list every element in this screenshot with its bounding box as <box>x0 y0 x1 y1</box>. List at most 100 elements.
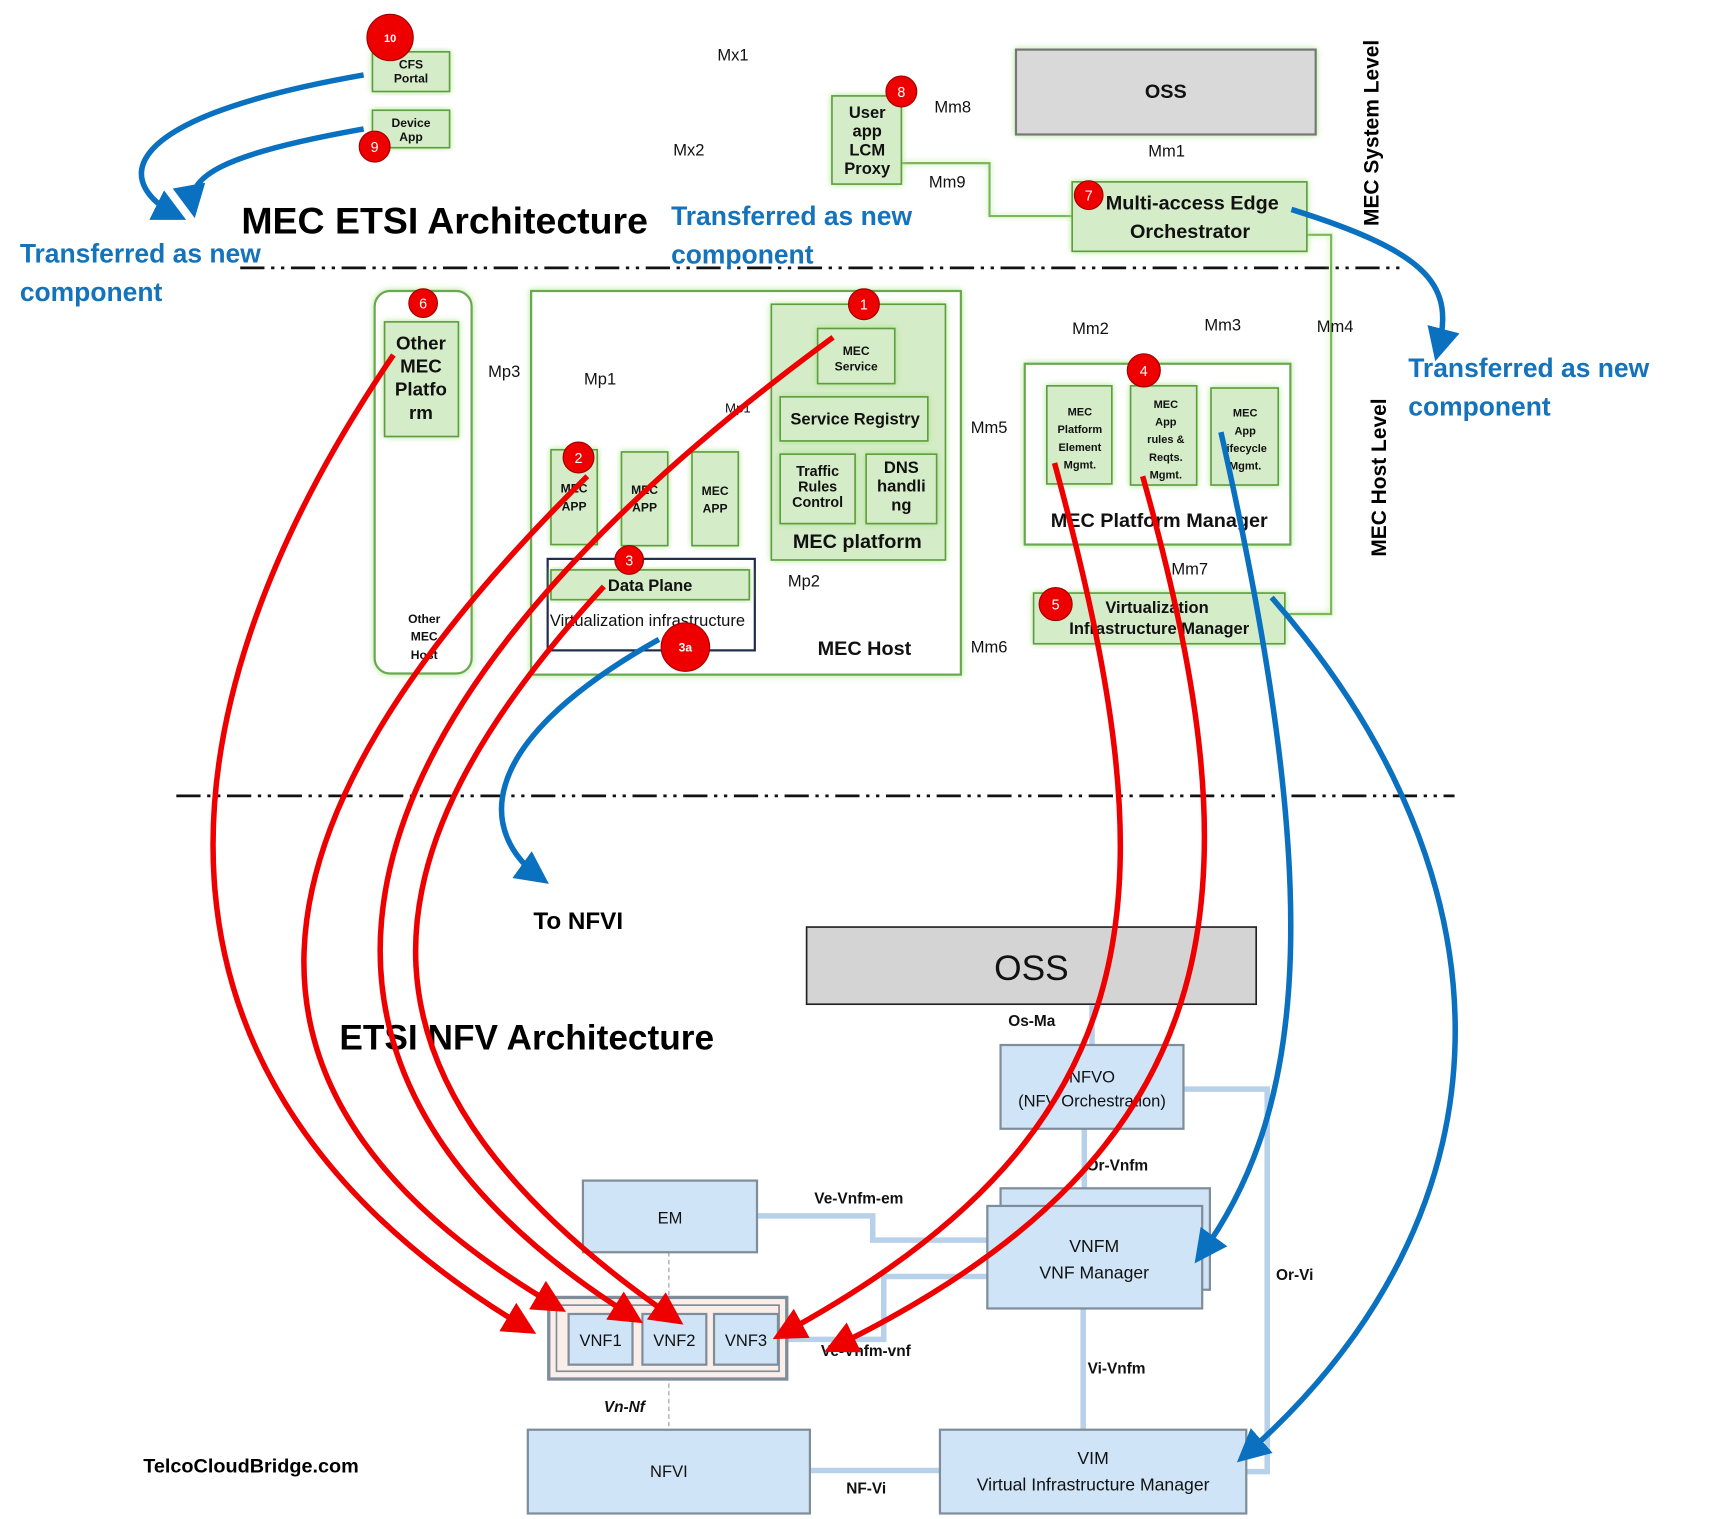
mec-host-label: MEC Host <box>818 638 912 660</box>
mec-app-box-3[interactable]: MEC APP <box>691 451 740 547</box>
mec-vim-box[interactable]: Virtualization Infrastructure Manager <box>1032 592 1286 645</box>
transferred-annotation-left: Transferred as new component <box>20 238 261 307</box>
svg-text:2: 2 <box>575 451 583 467</box>
mec-service-line1: MEC <box>843 344 870 358</box>
watermark: TelcoCloudBridge.com <box>143 1456 359 1478</box>
pml-line4: Mgmt. <box>1229 461 1261 473</box>
svg-text:4: 4 <box>1140 364 1148 380</box>
em-box[interactable]: EM <box>581 1179 759 1254</box>
other-platform-line2: MEC <box>400 356 442 377</box>
traffic-line3: Control <box>792 495 843 511</box>
mec-host-level-label: MEC Host Level <box>1368 398 1391 556</box>
pmr-line1: MEC <box>1154 399 1179 411</box>
badge-8: 8 <box>885 75 918 108</box>
pmr-line3: rules & <box>1147 434 1184 446</box>
arrow-data-plane-to-vnf2 <box>412 584 684 1325</box>
nfvi-label: NFVI <box>650 1462 688 1481</box>
app1-line2: APP <box>562 499 587 513</box>
blue-transfer-arrows <box>138 72 1460 1463</box>
arrow-virt-infra-to-nfvi <box>498 636 661 884</box>
mec-service-box[interactable]: MEC Service <box>816 327 896 385</box>
svg-text:3: 3 <box>625 553 633 569</box>
traffic-rules-control-box[interactable]: Traffic Rules Control <box>779 453 856 525</box>
other-platform-line4: rm <box>409 402 433 423</box>
mec-platform-label: MEC platform <box>793 531 922 553</box>
svg-text:9: 9 <box>371 140 379 156</box>
mec-oss-box[interactable]: OSS <box>1014 48 1317 136</box>
vnf3-label: VNF3 <box>725 1331 767 1350</box>
meo-box[interactable]: Multi-access Edge Orchestrator <box>1071 181 1308 253</box>
pm-app-lifecycle-box[interactable]: MEC App lifecycle Mgmt. <box>1210 387 1280 486</box>
service-registry-box[interactable]: Service Registry <box>779 396 929 442</box>
pme-line1: MEC <box>1068 407 1093 419</box>
nfv-vim-box[interactable]: VIM Virtual Infrastructure Manager <box>938 1428 1248 1515</box>
badge-9: 9 <box>358 130 391 163</box>
ref-vn-nf: Vn-Nf <box>604 1399 647 1416</box>
pm-app-rules-box[interactable]: MEC App rules & Reqts. Mgmt. <box>1129 384 1198 486</box>
pml-line3: lifecycle <box>1223 443 1266 455</box>
em-label: EM <box>658 1209 683 1228</box>
user-app-lcm-proxy-box[interactable]: User app LCM Proxy <box>831 95 903 185</box>
mec-app-box-2[interactable]: MEC APP <box>620 451 669 547</box>
cfs-portal-line2: Portal <box>394 72 428 86</box>
app3-line1: MEC <box>702 484 729 498</box>
mec-vim-line2: Infrastructure Manager <box>1069 619 1249 638</box>
ref-mm7: Mm7 <box>1171 559 1208 578</box>
arrow-other-platform-to-vnf1 <box>210 353 537 1334</box>
service-registry-label: Service Registry <box>790 409 920 428</box>
ref-mx1: Mx1 <box>717 46 748 65</box>
svg-text:3a: 3a <box>679 640 693 654</box>
other-host-line1: Other <box>408 612 441 626</box>
ref-mm5: Mm5 <box>971 418 1008 437</box>
vnf3-box[interactable]: VNF3 <box>712 1312 780 1366</box>
badge-1: 1 <box>847 288 880 321</box>
arrow-device-transfer <box>172 126 365 219</box>
vnfm-line1: VNFM <box>1069 1236 1119 1256</box>
badge-4: 4 <box>1126 353 1161 388</box>
other-mec-platform-box[interactable]: Other MEC Platfo rm <box>383 321 460 438</box>
data-plane-box[interactable]: Data Plane <box>550 569 751 601</box>
svg-text:Transferred as new: Transferred as new <box>1408 353 1649 383</box>
svg-text:10: 10 <box>384 33 396 45</box>
dns-line1: DNS <box>884 458 919 477</box>
mec-system-connectors <box>449 71 1333 616</box>
arrow-mec-service-to-vnf2 <box>377 335 835 1324</box>
app3-line2: APP <box>703 502 728 516</box>
vnfm-line2: VNF Manager <box>1039 1263 1149 1283</box>
lcm-proxy-line1: User <box>849 103 886 122</box>
other-platform-line3: Platfo <box>395 379 447 400</box>
vnfm-box[interactable]: VNFM VNF Manager <box>986 1187 1212 1310</box>
vnf2-box[interactable]: VNF2 <box>641 1312 708 1366</box>
pml-line2: App <box>1234 425 1256 437</box>
svg-text:1: 1 <box>860 298 868 314</box>
pml-line1: MEC <box>1233 408 1258 420</box>
svg-text:5: 5 <box>1052 598 1060 614</box>
lcm-proxy-line4: Proxy <box>844 159 891 178</box>
arrow-mec-app-to-vnf1 <box>301 474 590 1312</box>
other-host-line2: MEC <box>411 629 438 643</box>
nfv-oss-box[interactable]: OSS <box>805 926 1258 1006</box>
badge-2: 2 <box>562 441 595 474</box>
svg-text:component: component <box>1408 392 1551 422</box>
pm-element-mgmt-box[interactable]: MEC Platform Element Mgmt. <box>1046 384 1113 485</box>
mec-vim-line1: Virtualization <box>1105 598 1208 617</box>
nfv-vim-line2: Virtual Infrastructure Manager <box>977 1474 1210 1494</box>
meo-line1: Multi-access Edge <box>1106 192 1279 214</box>
ref-mp3: Mp3 <box>488 362 520 381</box>
svg-text:6: 6 <box>419 297 427 313</box>
ref-mm3: Mm3 <box>1204 316 1241 335</box>
ref-mx2: Mx2 <box>673 140 704 159</box>
pmr-line4: Reqts. <box>1149 452 1183 464</box>
nfvo-line2: (NFV Orchestration) <box>1018 1092 1166 1111</box>
dns-handling-box[interactable]: DNS handli ng <box>865 453 938 525</box>
vnf1-box[interactable]: VNF1 <box>567 1312 634 1366</box>
nfvi-box[interactable]: NFVI <box>526 1428 812 1515</box>
lcm-proxy-line3: LCM <box>849 140 885 159</box>
ref-mm2: Mm2 <box>1072 319 1109 338</box>
data-plane-label: Data Plane <box>608 576 692 595</box>
device-app-line2: App <box>399 130 423 144</box>
traffic-line2: Rules <box>798 480 837 496</box>
nfvo-box[interactable]: NFVO (NFV Orchestration) <box>999 1043 1185 1130</box>
badge-6: 6 <box>408 288 439 319</box>
